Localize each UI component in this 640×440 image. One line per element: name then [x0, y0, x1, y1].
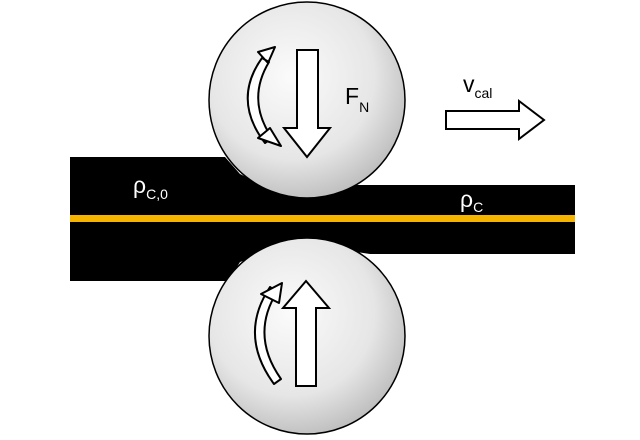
sheet: [70, 157, 575, 281]
density-final-subscript: C: [473, 199, 483, 215]
up-arrow-icon: [280, 279, 332, 387]
normal-force-subscript: N: [359, 99, 369, 115]
svg-text:vcal: vcal: [463, 71, 492, 101]
bottom-roll: [208, 237, 406, 435]
density-final-symbol: ρ: [460, 186, 473, 212]
curved-arrow-icon: [253, 282, 283, 385]
velocity-subscript: cal: [475, 85, 493, 101]
right-arrow-icon: [445, 98, 546, 142]
svg-text:FN: FN: [345, 83, 369, 115]
velocity-symbol: v: [463, 71, 475, 97]
down-arrow-icon: [281, 49, 333, 159]
center-line: [70, 215, 575, 222]
svg-text:ρC: ρC: [460, 186, 483, 215]
normal-force-symbol: F: [345, 83, 359, 109]
velocity-indicator: vcal: [445, 71, 546, 142]
top-roll: FN: [208, 1, 406, 199]
density-initial-symbol: ρ: [133, 172, 146, 198]
curved-arrow-icon: [246, 46, 282, 147]
density-initial-subscript: C,0: [146, 186, 168, 202]
svg-text:ρC,0: ρC,0: [133, 172, 168, 202]
